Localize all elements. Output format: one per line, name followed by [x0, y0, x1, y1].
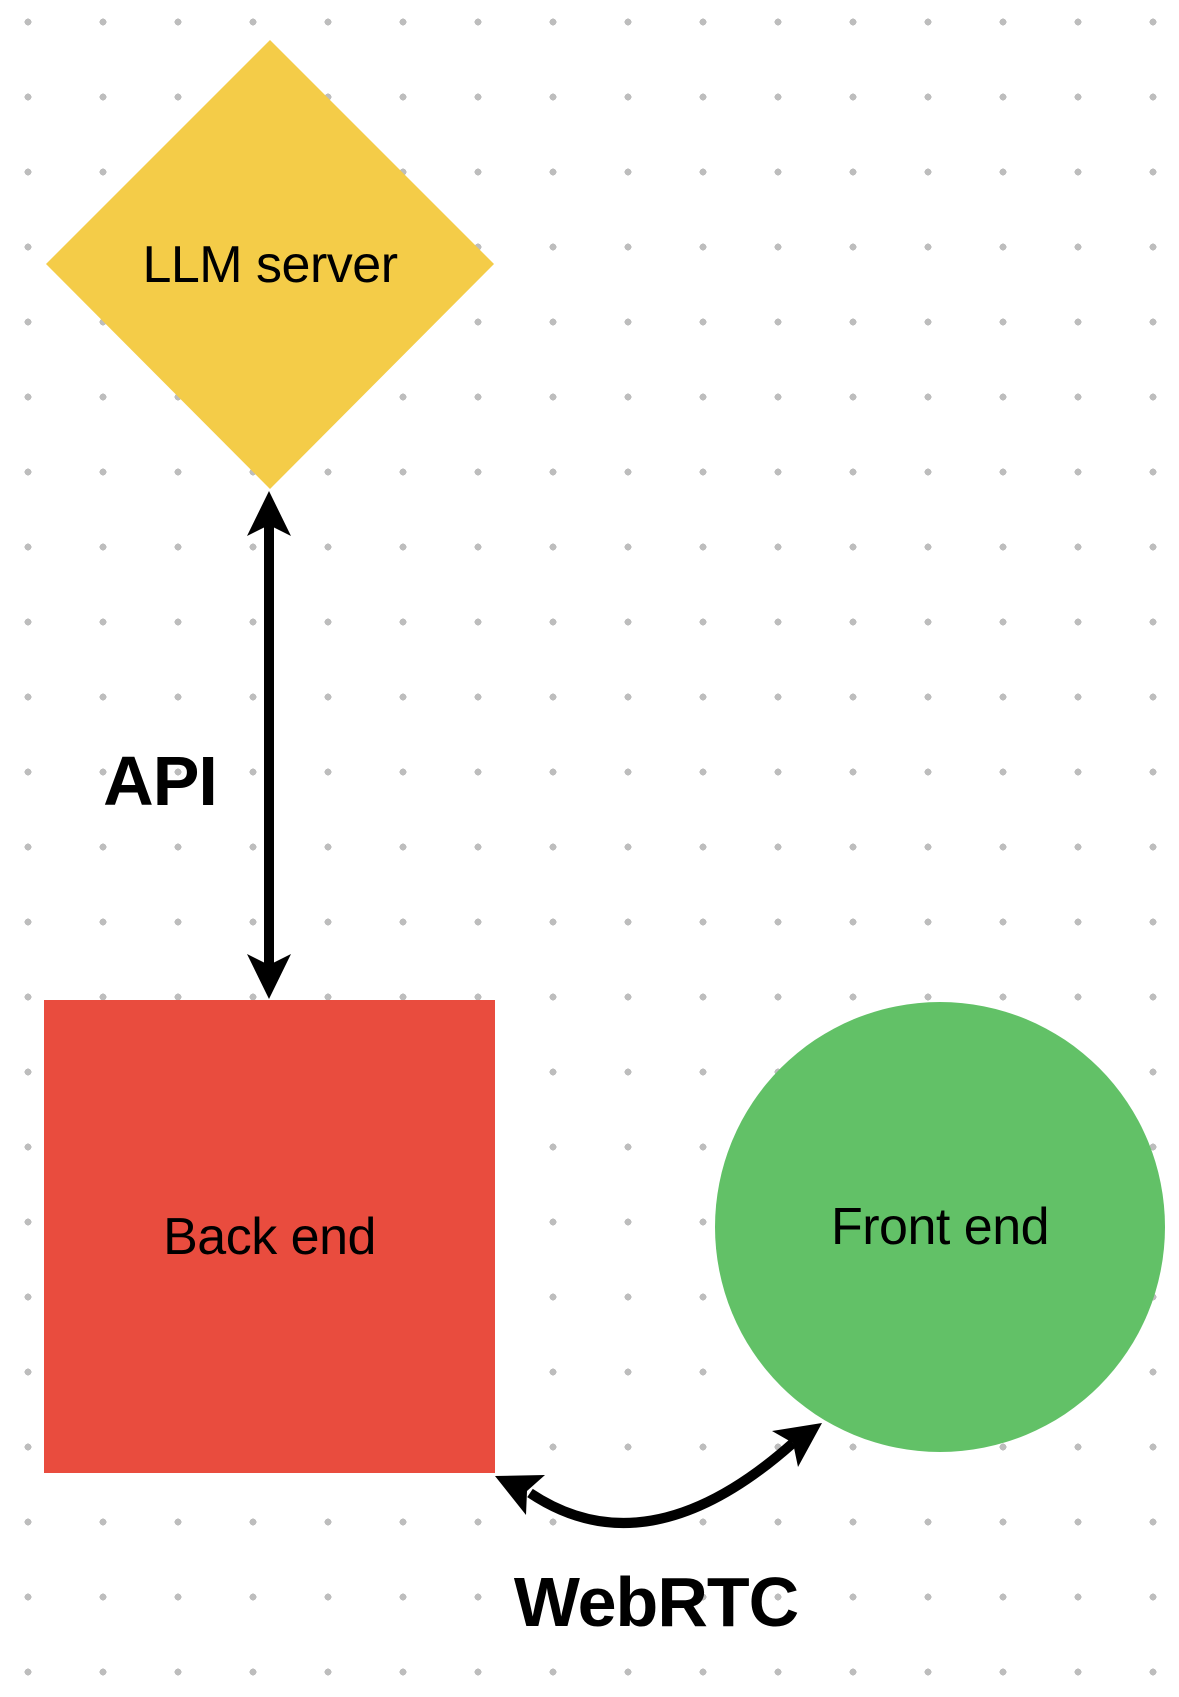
- front-end-circle: [715, 1002, 1165, 1452]
- webrtc-arrowhead-right: [772, 1423, 822, 1467]
- api-arrowhead-top: [247, 491, 291, 536]
- webrtc-arrow: [495, 1423, 822, 1528]
- api-arrowhead-bottom: [247, 954, 291, 999]
- llm-server-diamond: [46, 40, 494, 489]
- back-end-square: [44, 1000, 495, 1473]
- webrtc-arrowhead-left: [495, 1475, 545, 1515]
- api-arrow: [247, 491, 291, 999]
- webrtc-arrow-shaft: [527, 1439, 797, 1528]
